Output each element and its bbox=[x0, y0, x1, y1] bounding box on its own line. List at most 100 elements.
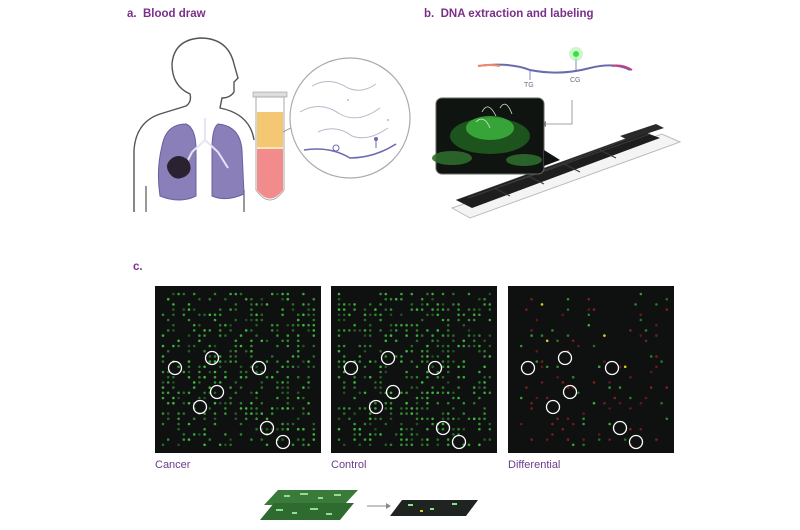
array-spot bbox=[208, 355, 212, 358]
array-spot bbox=[420, 355, 424, 358]
array-spot bbox=[213, 401, 217, 405]
array-spot bbox=[281, 292, 284, 296]
array-spot bbox=[436, 370, 440, 374]
array-spot bbox=[405, 323, 408, 327]
array-spot bbox=[415, 339, 419, 343]
array-spot bbox=[379, 365, 382, 369]
array-spot bbox=[431, 417, 434, 421]
array-spot bbox=[296, 323, 300, 327]
array-spot bbox=[389, 401, 393, 405]
array-spot bbox=[213, 344, 217, 348]
array-spot bbox=[394, 355, 398, 358]
array-spot bbox=[218, 329, 222, 332]
array-spot bbox=[358, 329, 362, 332]
array-spot bbox=[472, 391, 476, 395]
array-spot bbox=[436, 308, 440, 311]
array-spot bbox=[172, 329, 175, 332]
array-spot bbox=[597, 438, 601, 441]
array-spot bbox=[457, 303, 460, 306]
array-spot bbox=[405, 407, 408, 410]
highlight-circle-icon bbox=[385, 384, 401, 400]
array-spot bbox=[452, 292, 455, 296]
array-spot bbox=[208, 313, 212, 317]
array-spot bbox=[265, 427, 269, 431]
array-spot bbox=[431, 391, 434, 395]
array-spot bbox=[203, 365, 206, 369]
section-c-label: c. bbox=[133, 261, 143, 273]
array-spot bbox=[457, 365, 460, 369]
array-spot bbox=[234, 381, 238, 384]
array-spot bbox=[198, 297, 201, 301]
array-spot bbox=[302, 396, 305, 400]
array-spot bbox=[203, 375, 206, 379]
array-spot bbox=[342, 391, 346, 395]
array-spot bbox=[161, 391, 165, 395]
array-spot bbox=[312, 355, 316, 358]
array-spot bbox=[302, 303, 305, 306]
array-spot bbox=[436, 329, 440, 332]
array-spot bbox=[618, 386, 622, 389]
array-spot bbox=[244, 375, 248, 379]
array-spot bbox=[431, 355, 434, 358]
array-spot bbox=[467, 318, 471, 322]
array-spot bbox=[166, 438, 170, 441]
array-spot bbox=[182, 438, 186, 441]
array-spot bbox=[410, 412, 414, 415]
array-spot bbox=[187, 344, 191, 348]
array-spot bbox=[483, 407, 486, 410]
array-spot bbox=[353, 422, 356, 426]
array-spot bbox=[415, 396, 419, 400]
array-spot bbox=[239, 422, 243, 426]
array-spot bbox=[478, 370, 481, 374]
array-spot bbox=[483, 365, 486, 369]
array-spot bbox=[286, 427, 290, 431]
array-spot bbox=[307, 360, 310, 363]
array-spot bbox=[291, 355, 295, 358]
array-spot bbox=[446, 391, 450, 395]
array-spot bbox=[177, 344, 180, 348]
array-spot bbox=[441, 334, 445, 337]
array-spot bbox=[255, 313, 258, 317]
array-spot bbox=[472, 401, 476, 405]
array-spot bbox=[405, 370, 408, 374]
array-spot bbox=[234, 391, 238, 395]
array-spot bbox=[420, 407, 424, 410]
array-spot bbox=[483, 412, 486, 415]
array-spot bbox=[244, 412, 248, 415]
array-spot bbox=[374, 313, 377, 317]
array-spot bbox=[255, 323, 258, 327]
array-spot bbox=[566, 438, 570, 441]
array-spot bbox=[234, 308, 238, 311]
array-spot bbox=[353, 381, 356, 384]
array-spot bbox=[400, 313, 403, 317]
array-spot bbox=[400, 292, 403, 296]
array-spot bbox=[265, 417, 269, 421]
array-spot bbox=[218, 355, 222, 358]
array-spot bbox=[276, 407, 279, 410]
array-spot bbox=[379, 375, 382, 379]
array-spot bbox=[172, 292, 175, 296]
array-spot bbox=[467, 329, 471, 332]
array-spot bbox=[389, 391, 393, 395]
array-spot bbox=[312, 427, 316, 431]
array-spot bbox=[478, 381, 481, 384]
array-spot bbox=[224, 334, 227, 337]
array-spot bbox=[597, 365, 601, 369]
array-spot bbox=[384, 365, 388, 369]
array-spot bbox=[250, 349, 253, 353]
array-spot bbox=[353, 329, 356, 332]
array-spot bbox=[566, 417, 570, 421]
array-spot bbox=[488, 355, 492, 358]
array-spot bbox=[255, 365, 258, 369]
array-spot bbox=[571, 339, 575, 343]
array-spot bbox=[384, 422, 388, 426]
array-spot bbox=[265, 339, 269, 343]
array-spot bbox=[426, 417, 429, 421]
array-spot bbox=[172, 386, 175, 389]
array-spot bbox=[649, 355, 653, 358]
array-spot bbox=[608, 386, 611, 389]
array-spot bbox=[260, 438, 264, 441]
panel-cancer bbox=[155, 286, 321, 453]
array-spot bbox=[462, 412, 466, 415]
array-spot bbox=[218, 323, 222, 327]
